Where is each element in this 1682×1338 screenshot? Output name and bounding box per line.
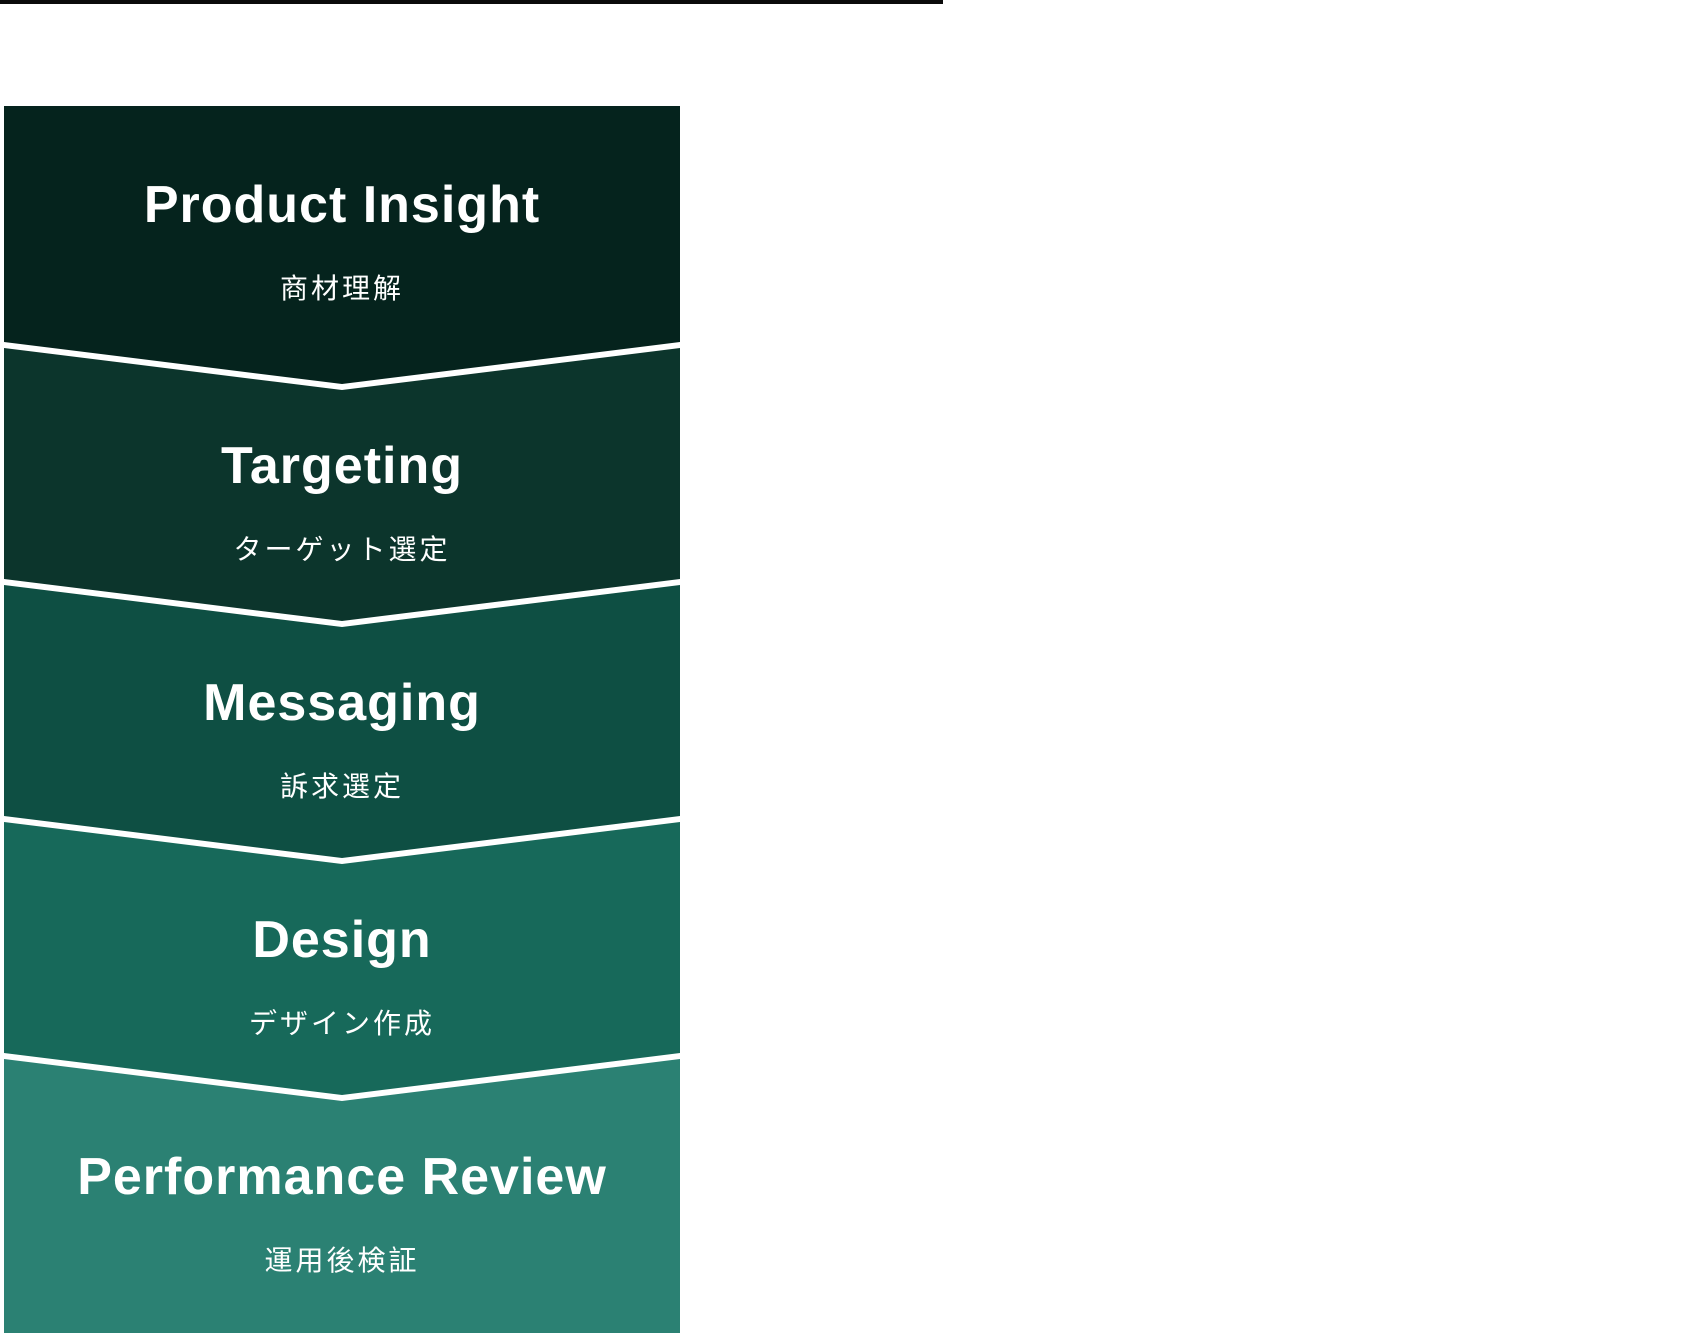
- funnel-stage-3: Messaging 訴求選定: [4, 585, 680, 858]
- stage-content: Performance Review 運用後検証: [4, 1149, 680, 1276]
- stage-content: Product Insight 商材理解: [4, 177, 680, 304]
- stage-subtitle: デザイン作成: [248, 1008, 435, 1039]
- funnel-stage-5: Performance Review 運用後検証: [4, 1059, 680, 1333]
- stage-subtitle: 商材理解: [279, 273, 404, 304]
- funnel-stage-2: Targeting ターゲット選定: [4, 348, 680, 621]
- funnel-stage-4: Design デザイン作成: [4, 822, 680, 1095]
- stage-content: Design デザイン作成: [4, 912, 680, 1039]
- stage-title: Product Insight: [143, 176, 541, 234]
- stage-content: Targeting ターゲット選定: [4, 438, 680, 565]
- stage-subtitle: 訴求選定: [279, 771, 404, 802]
- stage-content: Messaging 訴求選定: [4, 675, 680, 802]
- process-funnel-diagram: Product Insight 商材理解 Targeting ターゲット選定 M…: [4, 106, 680, 1333]
- stage-title: Targeting: [220, 437, 464, 495]
- stage-title: Design: [252, 911, 432, 969]
- stage-title: Messaging: [203, 674, 481, 732]
- top-bar: [0, 0, 943, 4]
- stage-title: Performance Review: [77, 1148, 607, 1206]
- stage-subtitle: ターゲット選定: [233, 534, 451, 565]
- stage-subtitle: 運用後検証: [264, 1245, 420, 1276]
- funnel-stage-1: Product Insight 商材理解: [4, 106, 680, 384]
